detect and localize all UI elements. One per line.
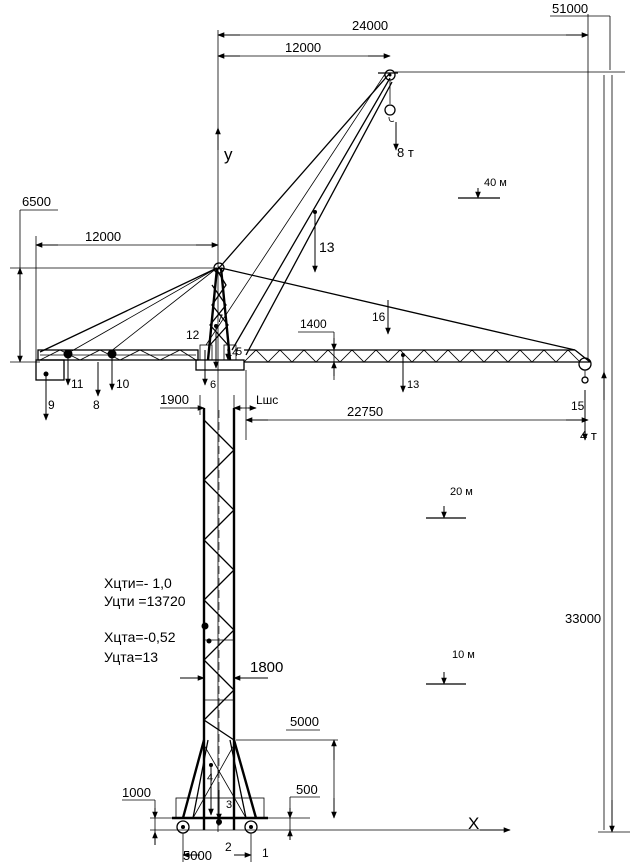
level-20-marker: 20 м xyxy=(426,486,473,519)
dim-22750: 22750 xyxy=(347,404,383,419)
dim-33000: 33000 xyxy=(565,611,601,626)
dim-1000: 1000 xyxy=(122,785,151,800)
node-13-jib: 13 xyxy=(319,239,335,255)
base-portal xyxy=(172,739,268,834)
dimension-lines xyxy=(10,14,630,862)
node-12: 12 xyxy=(186,328,200,342)
node-9: 9 xyxy=(48,398,55,412)
counterweight-block xyxy=(35,359,65,381)
level-40-label: 40 м xyxy=(484,177,507,189)
load-4t-label: 4 т xyxy=(580,428,597,443)
main-jib xyxy=(220,267,592,384)
tower-head xyxy=(206,262,232,361)
dim-6500: 6500 xyxy=(22,194,51,209)
dim-500: 500 xyxy=(296,782,318,797)
dim-24000: 24000 xyxy=(352,18,388,33)
cog-xi: Xцти=- 1,0 xyxy=(104,575,172,591)
node-1: 1 xyxy=(262,846,269,860)
x-axis-label: X xyxy=(468,814,479,833)
dim-12000-top: 12000 xyxy=(285,40,321,55)
level-40-marker: 40 м xyxy=(458,177,507,199)
node-14: 14 xyxy=(226,347,238,359)
dim-1400: 1400 xyxy=(300,317,327,331)
cog-xa: Xцта=-0,52 xyxy=(104,629,176,645)
dim-12000-left: 12000 xyxy=(85,229,121,244)
node-7: 7 xyxy=(217,313,223,325)
dim-1900: 1900 xyxy=(160,392,189,407)
node-15: 15 xyxy=(571,399,585,413)
dim-5000-bottom: 5000 xyxy=(183,848,212,863)
dim-1800: 1800 xyxy=(250,659,283,676)
node-2: 2 xyxy=(225,840,232,854)
load-8t-label: 8 т xyxy=(397,145,414,160)
level-10-label: 10 м xyxy=(452,649,475,661)
node-5: 5 xyxy=(236,346,242,358)
node-6: 6 xyxy=(210,379,216,391)
load-arrows xyxy=(43,122,588,825)
y-axis-label: y xyxy=(224,145,233,164)
node-13-main: 13 xyxy=(407,379,419,391)
dim-51000: 51000 xyxy=(552,1,588,16)
node-16: 16 xyxy=(372,310,386,324)
luffing-jib xyxy=(205,69,398,356)
node-4: 4 xyxy=(207,772,213,784)
dim-5000-right: 5000 xyxy=(290,714,319,729)
node-10: 10 xyxy=(116,377,130,391)
tower-mast xyxy=(202,408,236,830)
counter-jib xyxy=(35,267,218,381)
cog-yi: Уцти =13720 xyxy=(104,593,186,609)
level-20-label: 20 м xyxy=(450,486,473,498)
node-11: 11 xyxy=(71,377,84,391)
x-axis: X xyxy=(150,814,511,833)
cog-ya: Уцта=13 xyxy=(104,649,158,665)
y-axis: y xyxy=(215,30,233,832)
node-3: 3 xyxy=(226,799,232,811)
level-10-marker: 10 м xyxy=(426,649,475,685)
dim-lshc: Lшс xyxy=(256,393,278,407)
node-8: 8 xyxy=(93,398,100,412)
